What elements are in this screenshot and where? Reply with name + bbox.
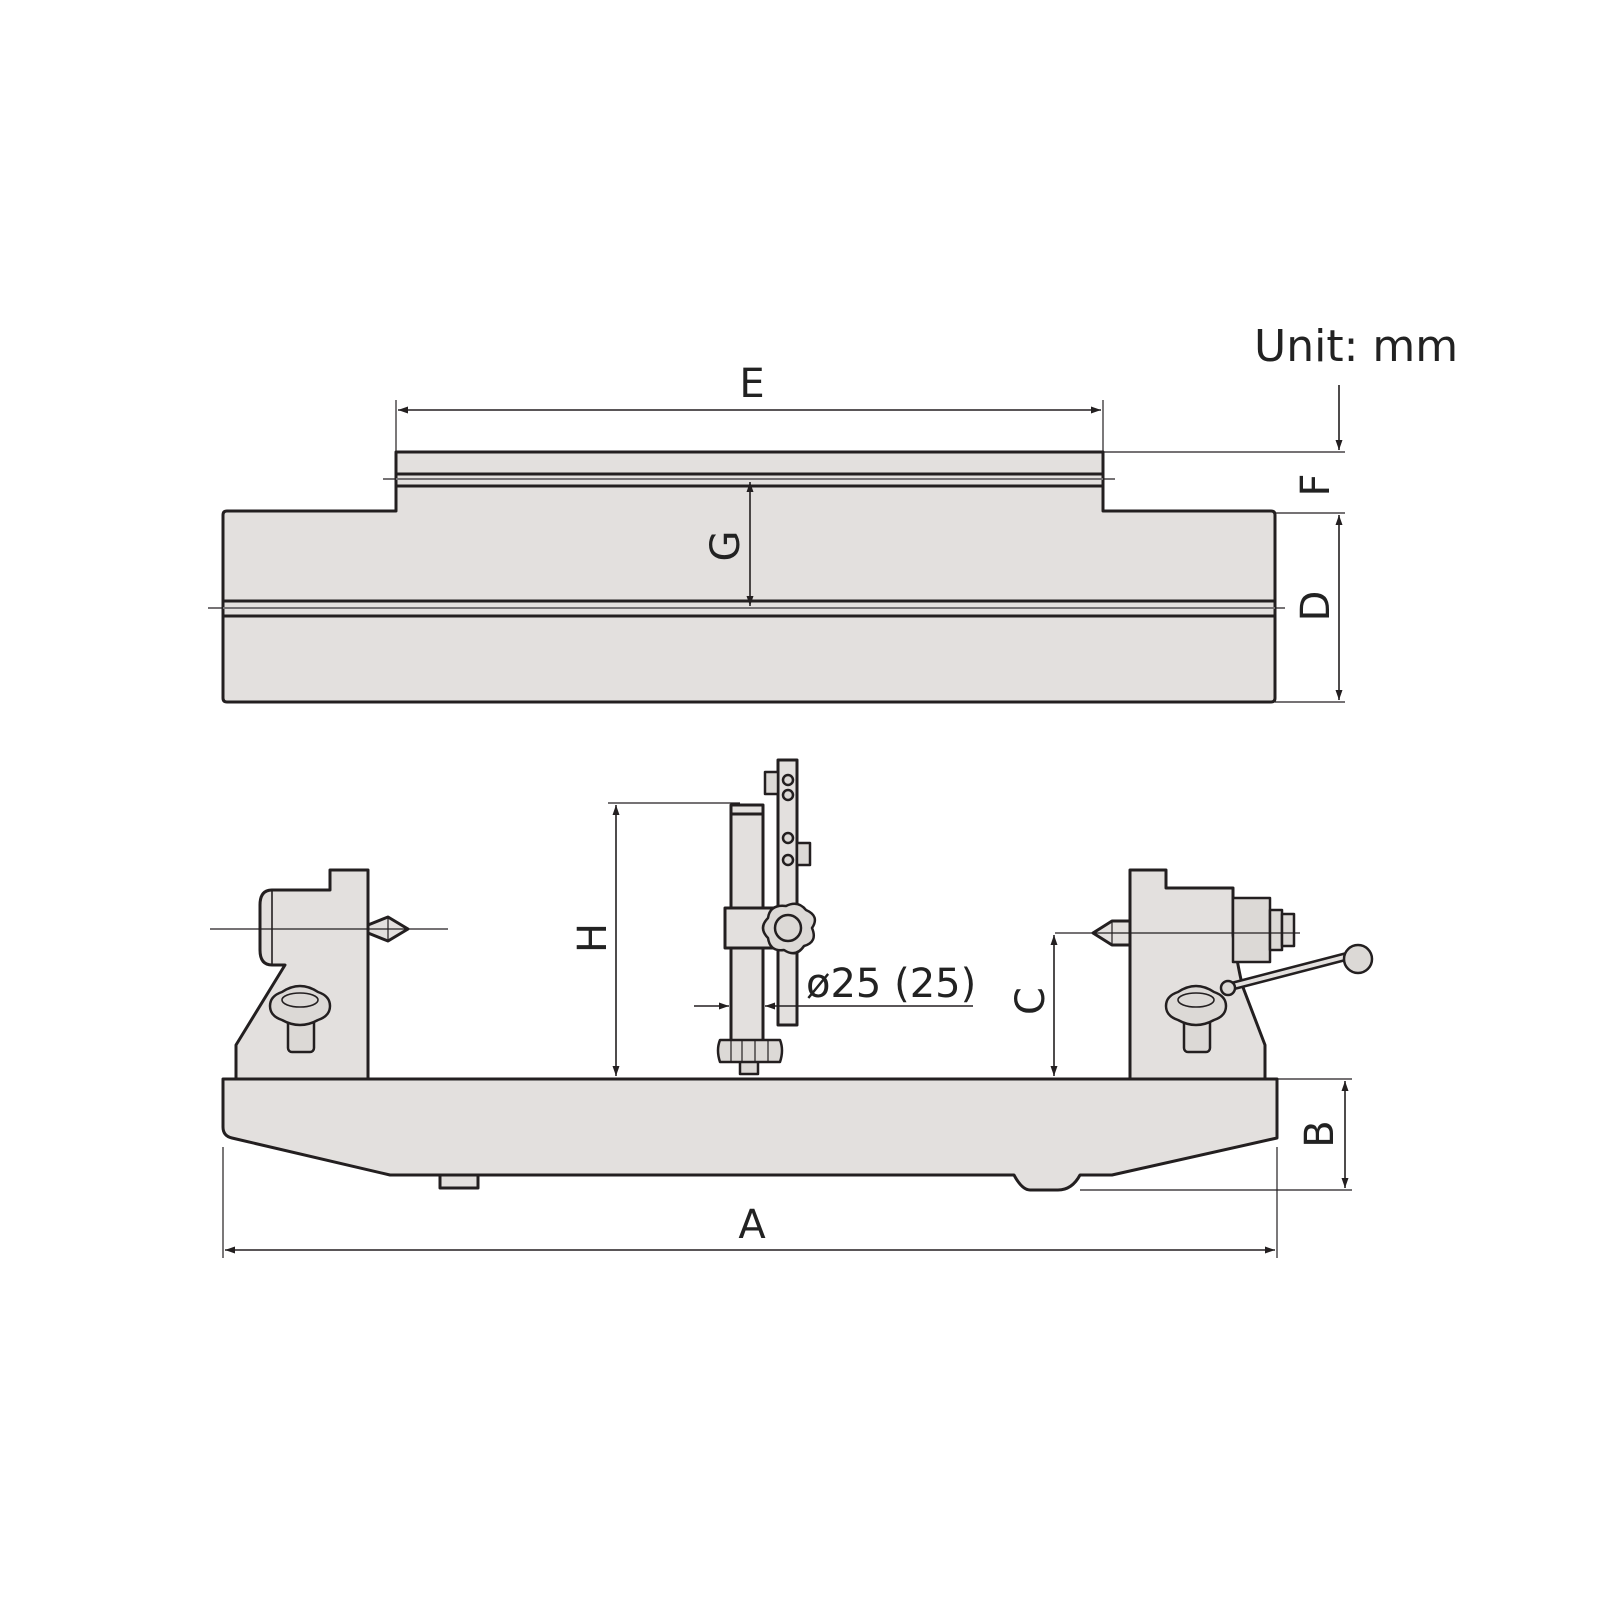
dimension-label-g: G: [703, 531, 749, 562]
base-foot: [438, 1173, 480, 1190]
right-center-support: [1128, 868, 1267, 1081]
unit-label: Unit: mm: [1254, 321, 1458, 372]
dimension-label-f: F: [1293, 473, 1339, 496]
left-center-support: [234, 868, 370, 1081]
top-view: [208, 450, 1285, 704]
column-nut: [716, 1038, 784, 1064]
lever-ball-icon: [1342, 943, 1374, 975]
dimension-label-c: C: [1008, 987, 1054, 1015]
top-view-body: [221, 450, 1277, 704]
dimension-label-d: D: [1293, 591, 1339, 622]
dimension-diameter: ø25 (25): [694, 961, 976, 1010]
dimension-f: F: [1103, 385, 1345, 514]
dimension-label-e: E: [739, 361, 764, 407]
left-knob-icon: [268, 984, 332, 1027]
dimension-b: B: [1080, 1078, 1352, 1191]
dimension-label-diameter: ø25 (25): [806, 961, 976, 1007]
base: [221, 1077, 1279, 1192]
dimension-label-h: H: [570, 923, 616, 953]
dimension-g: G: [703, 482, 754, 606]
dimension-a: A: [222, 1147, 1278, 1258]
dimension-label-b: B: [1297, 1120, 1343, 1147]
dimension-label-a: A: [738, 1202, 766, 1248]
dimension-h: H: [570, 802, 740, 1076]
dimension-c: C: [1008, 935, 1058, 1076]
dimension-d: D: [1275, 515, 1345, 703]
right-spindle: [1231, 896, 1272, 964]
right-knob-icon: [1164, 984, 1228, 1027]
dimension-e: E: [395, 361, 1104, 452]
indicator-arm: [776, 758, 799, 1027]
front-view: [210, 758, 1374, 1192]
